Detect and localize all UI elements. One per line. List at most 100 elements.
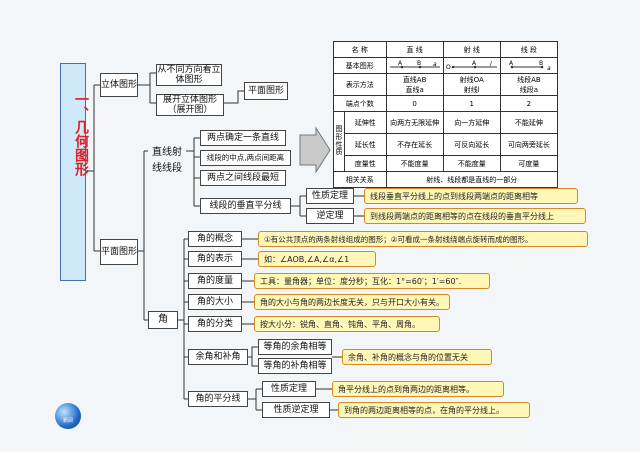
bisector-property-note: 角平分线上的点到角两边的距离相等。 [332, 381, 504, 397]
table-cell: 不存在延长 [385, 133, 444, 156]
line-item-1: 两点确定一条直线 [200, 130, 286, 146]
views-node: 从不同方向看立体图形 [156, 64, 222, 86]
table-header: 射 线 [442, 41, 501, 58]
table-row: 延长性 不存在延长 可反向延长 可向两旁延长 [334, 133, 559, 156]
table-row-label: 表示方法 [333, 73, 387, 96]
complement-note: 余角、补角的概念与角的位置无关 [342, 349, 492, 365]
angle-concept-note: ①有公共顶点的两条射线组成的图形；②可看成一条射线绕端点旋转而成的图形。 [258, 231, 588, 247]
angle-size-node: 角的大小 [188, 294, 242, 310]
comparison-table: 名 称 直 线 射 线 线 段 基本图形 A B a O A l A [333, 41, 559, 188]
figure-label-text: a [433, 61, 437, 68]
angle-classification-note: 按大小分：锐角、直角、钝角、平角、周角。 [254, 316, 440, 332]
figure-label-text: a [547, 65, 551, 71]
complement-sub-2: 等角的补角相等 [258, 358, 332, 374]
ray-figure-svg: O A l [446, 60, 497, 71]
logo-icon [55, 403, 81, 429]
figure-label-text: B [539, 60, 543, 67]
method-text: 直线a [405, 85, 424, 94]
table-cell: 不能度量 [385, 155, 444, 172]
table-row: 端点个数 0 1 2 [333, 95, 559, 112]
table-cell: 可度量 [499, 155, 559, 172]
table-row-label: 度量性 [344, 155, 387, 172]
title-band [60, 63, 86, 281]
segment-figure-svg: A B a [509, 60, 551, 72]
table-header: 名 称 [333, 41, 387, 58]
line-figure: A B a [385, 57, 444, 74]
table-cell: 向两方无限延伸 [385, 111, 444, 134]
segment-figure: A B a [499, 57, 559, 74]
table-cell: 不能延伸 [499, 111, 559, 134]
table-row: 基本图形 A B a O A l A B a [333, 57, 559, 74]
unfold-label: 展开立体图形（展开图） [162, 94, 217, 115]
plane-node: 平面图形 [100, 239, 138, 265]
table-row: 度量性 不能度量 不能度量 可度量 [334, 155, 559, 172]
line-figure-svg: A B a [389, 60, 440, 68]
table-row: 相关关系 射线、线段都是直线的一部分 [333, 171, 559, 188]
table-cell: 1 [442, 95, 501, 112]
figure-label-text: A [472, 60, 477, 67]
method-text: 直线AB [402, 75, 427, 84]
line-inverse-node: 逆定理 [306, 208, 354, 224]
line-item-2: 线段的中点,两点间距离 [200, 150, 291, 166]
unfold-node: 展开立体图形（展开图） [156, 94, 224, 116]
table-cell: 不能度量 [442, 155, 501, 172]
table-row: 图形性质 延伸性 向两方无限延伸 向一方延伸 不能延伸 [333, 111, 559, 172]
method-text: 线段a [519, 85, 539, 94]
method-text: 射线l [463, 85, 480, 94]
plane-figure-node: 平面图形 [244, 82, 288, 100]
angle-measure-node: 角的度量 [188, 273, 242, 289]
table-row-label: 基本图形 [333, 57, 387, 74]
angle-size-note: 角的大小与角的两边长度无关，只与开口大小有关。 [254, 294, 450, 310]
angle-classification-node: 角的分类 [188, 316, 242, 332]
complement-node: 余角和补角 [188, 349, 248, 365]
diagram-title: 一、几何图形 [73, 92, 89, 176]
angle-notation-node: 角的表示 [188, 251, 242, 267]
figure-label-text: O [446, 64, 451, 71]
table-row-label: 相关关系 [333, 171, 387, 188]
method-text: 射线OA [459, 75, 484, 84]
line-group-node: 直线射线线段 [152, 147, 182, 174]
table-cell: 射线、线段都是直线的一部分 [385, 171, 559, 188]
solid-figure-node: 立体图形 [100, 73, 138, 97]
table-cell: 向一方延伸 [442, 111, 501, 134]
line-item-4: 线段的垂直平分线 [200, 198, 291, 214]
angle-node: 角 [148, 311, 178, 329]
bisector-node: 角的平分线 [188, 391, 248, 407]
bisector-inverse-note: 到角的两边距离相等的点，在角的平分线上。 [338, 402, 530, 418]
table-side-label: 图形性质 [333, 111, 345, 172]
table-row-label: 端点个数 [333, 95, 387, 112]
line-property-node: 性质定理 [306, 188, 354, 204]
line-item-3: 两点之间线段最短 [200, 170, 286, 186]
line-property-note: 线段垂直平分线上的点到线段两端点的距离相等 [364, 188, 578, 204]
table-cell: 0 [385, 95, 444, 112]
line-inverse-note: 到线段两端点的距离相等的点在线段的垂直平分线上 [364, 208, 586, 224]
figure-label-text: A [509, 60, 514, 67]
table-row-label: 延长性 [344, 133, 387, 156]
method-text: 线段AB [517, 75, 541, 84]
views-label: 从不同方向看立体图形 [157, 64, 221, 85]
figure-label-text: A [398, 60, 403, 67]
ray-figure: O A l [442, 57, 501, 74]
bisector-property-node: 性质定理 [262, 381, 316, 397]
complement-sub-1: 等角的余角相等 [258, 339, 332, 355]
table-cell: 可向两旁延长 [499, 133, 559, 156]
table-cell: 2 [499, 95, 559, 112]
bisector-inverse-node: 性质逆定理 [262, 402, 330, 418]
angle-concept-node: 角的概念 [188, 231, 242, 247]
table-row-label: 延伸性 [344, 111, 387, 134]
logo-text: 新阅 [62, 418, 73, 424]
table-header: 直 线 [385, 41, 444, 58]
table-row: 名 称 直 线 射 线 线 段 [333, 41, 559, 58]
figure-label-text: B [417, 60, 421, 67]
angle-measure-note: 工具：量角器；单位：度分秒；互化：1°=60′；1′=60″. [254, 273, 490, 289]
table-cell: 可反向延长 [442, 133, 501, 156]
table-header: 线 段 [499, 41, 559, 58]
angle-notation-note: 如：∠AOB,∠A,∠α,∠1 [258, 251, 376, 267]
figure-label-text: l [490, 61, 492, 68]
